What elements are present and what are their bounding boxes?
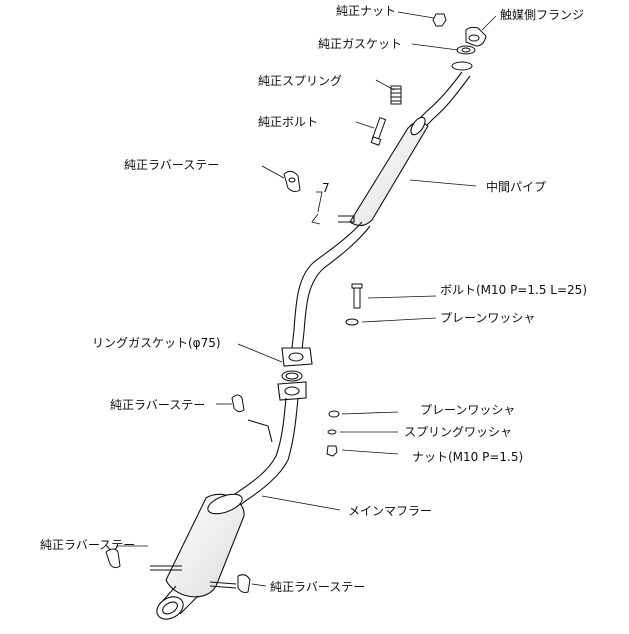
label-nut-m10: ナット(M10 P=1.5)	[412, 450, 524, 464]
muffler-inlet-cap	[207, 493, 243, 515]
rubber-stay-3-part	[105, 548, 121, 569]
muffler-hanger-rod-left	[150, 565, 182, 571]
front-pipe	[409, 71, 471, 133]
label-stock-rubber-stay-3: 純正ラバーステー	[40, 538, 136, 552]
label-stock-spring: 純正スプリング	[258, 74, 343, 88]
label-center-pipe: 中間パイプ	[486, 180, 547, 194]
pipe-hanger-rod	[247, 419, 273, 443]
center-hanger-bracket	[338, 215, 355, 223]
spring-washer-part	[327, 429, 337, 435]
label-stock-rubber-stay-1: 純正ラバーステー	[124, 158, 220, 172]
rubber-stay-4-part	[237, 574, 251, 593]
resonator-end-cap	[410, 116, 426, 136]
label-catalyst-flange: 触媒側フランジ	[500, 8, 585, 22]
label-stock-nut: 純正ナット	[336, 4, 397, 18]
pipe-system	[150, 71, 471, 620]
label-hanger-ref: 7	[322, 181, 330, 195]
bolt-m10-part	[351, 283, 363, 309]
nut-m10-part	[326, 445, 338, 457]
front-pipe-flange	[451, 61, 473, 71]
stock-spring-part	[390, 85, 402, 105]
stock-nut-part	[432, 13, 447, 27]
center-pipe-tube	[291, 221, 371, 351]
leader-lines	[116, 11, 497, 587]
main-muffler-pipe	[213, 397, 299, 519]
label-plain-washer-2: プレーンワッシャ	[420, 403, 516, 417]
label-main-muffler: メインマフラー	[348, 504, 433, 518]
label-stock-rubber-stay-4: 純正ラバーステー	[270, 580, 366, 594]
label-plain-washer-1: プレーンワッシャ	[440, 311, 536, 325]
label-bolt-m10: ボルト(M10 P=1.5 L=25)	[440, 283, 588, 297]
flange-hole	[288, 352, 304, 362]
hardware	[105, 13, 487, 593]
label-stock-bolt: 純正ボルト	[258, 115, 319, 129]
center-pipe-resonator	[349, 121, 429, 227]
rubber-stay-2-part	[231, 394, 245, 413]
label-ring-gasket: リングガスケット(φ75)	[92, 336, 221, 350]
label-spring-washer: スプリングワッシャ	[404, 425, 513, 439]
muffler-hanger-rod-right	[209, 581, 237, 589]
stock-bolt-part	[370, 116, 387, 146]
label-stock-gasket: 純正ガスケット	[318, 37, 403, 51]
plain-washer-1-part	[345, 318, 359, 326]
label-stock-rubber-stay-2: 純正ラバーステー	[110, 398, 206, 412]
plain-washer-2-part	[328, 410, 340, 418]
